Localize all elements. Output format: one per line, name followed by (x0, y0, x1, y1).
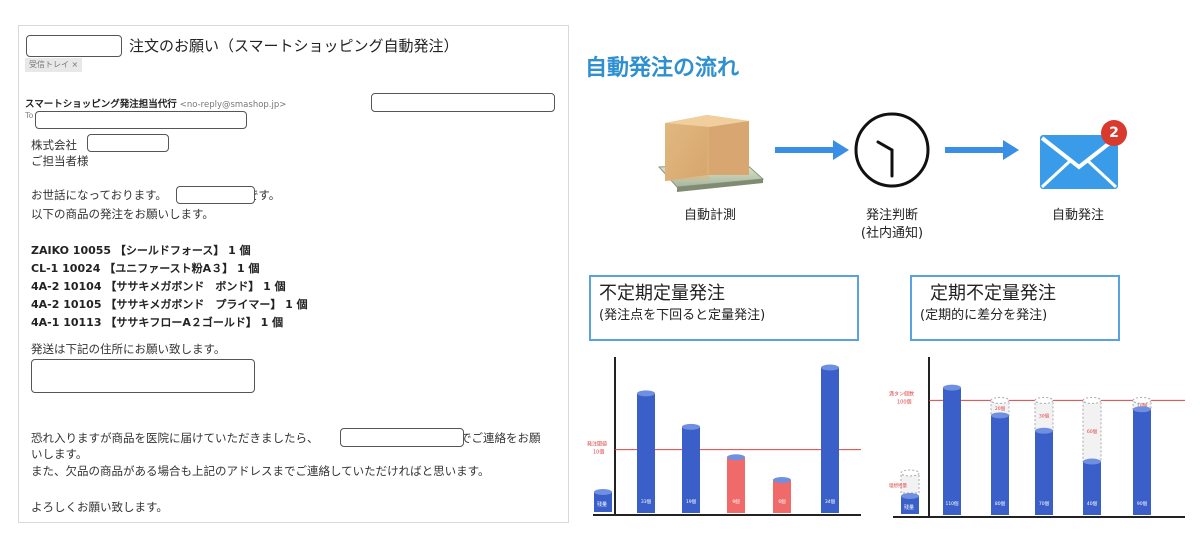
bar-label: 34個 (825, 498, 836, 505)
method-box-periodic: 定期不定量発注 (定期的に差分を発注) (910, 275, 1120, 341)
legend-cylinder (594, 489, 612, 512)
order-cylinder (990, 396, 1010, 416)
order-item: 4A-1 10113 【ササキフローA２ゴールド】 1 個 (31, 316, 284, 329)
flow-step-label: 発注判断 (865, 208, 918, 223)
bar-label: 40個 (1087, 500, 1098, 507)
bar (821, 364, 839, 513)
bar (943, 384, 961, 515)
redacted-field (26, 35, 122, 57)
max-label: 満タン個数 (889, 390, 914, 397)
clock-icon (852, 110, 932, 190)
order-label: 30個 (1039, 413, 1050, 420)
method-box-irregular: 不定期定量発注 (発注点を下回ると定量発注) (589, 275, 859, 341)
empty-legend-label: 理想残量 (889, 482, 907, 489)
bar (991, 412, 1009, 515)
bar-label: 9個 (732, 498, 740, 505)
order-item: 4A-2 10104 【ササキメガボンド ボンド】 1 個 (31, 280, 286, 293)
flow-title: 自動発注の流れ (585, 56, 740, 81)
legend-label: 残量 (597, 501, 607, 508)
method-title: 不定期定量発注 (599, 283, 725, 304)
inbox-tag[interactable]: 受信トレイ × (25, 58, 83, 72)
bar (773, 477, 791, 513)
flow-step-label: 自動発注 (1051, 208, 1104, 223)
bar-label: 6個 (778, 498, 786, 505)
greeting-after: です。 (246, 188, 281, 202)
bar (637, 390, 655, 513)
to-label: To (25, 111, 34, 120)
legend-cylinder (901, 493, 919, 514)
contact-line: 恐れ入りますが商品を医院に届けていただきましたら、 までご連絡をお願 (31, 430, 541, 446)
email-subject: 注文のお願い（スマートショッピング自動発注） (129, 37, 459, 55)
redacted-field (176, 186, 255, 204)
max-value-label: 100個 (897, 398, 912, 405)
order-item: 4A-2 10105 【ササキメガボンド プライマー】 1 個 (31, 298, 308, 311)
person-label: ご担当者様 (31, 154, 89, 168)
bar-label: 80個 (995, 500, 1006, 507)
contact-after: までご連絡をお願 (448, 431, 541, 445)
subject-row: 注文のお願い（スマートショッピング自動発注） (26, 35, 566, 59)
email-message: 注文のお願い（スマートショッピング自動発注） 受信トレイ × スマートショッピン… (18, 25, 569, 523)
order-label: 10個 (1137, 402, 1148, 409)
order-label: 20個 (995, 405, 1006, 412)
contact-cont: いします。 (31, 447, 88, 461)
threshold-label: 発注閾値 (587, 441, 607, 448)
threshold-value-label: 10個 (593, 449, 604, 456)
bar (682, 423, 700, 513)
request-line: 以下の商品の発注をお願いします。 (31, 207, 214, 221)
bar-label: 110個 (945, 500, 959, 507)
order-cylinder (1132, 396, 1152, 410)
bar (1133, 406, 1151, 515)
bar-label: 19個 (686, 498, 697, 505)
shipping-line: 発送は下記の住所にお願い致します。 (31, 342, 226, 356)
greeting-before: お世話になっております。 (31, 188, 167, 202)
method-title: 定期不定量発注 (930, 283, 1056, 304)
sender-address: <no-reply@smashop.jp> (179, 100, 287, 110)
empty-legend-cylinder (900, 469, 920, 494)
contact-before: 恐れ入りますが商品を医院に届けていただきましたら、 (31, 431, 319, 445)
method-subtitle: (定期的に差分を発注) (920, 308, 1048, 323)
bar-label: 70個 (1039, 500, 1050, 507)
redacted-field (87, 134, 169, 152)
flow-step-label: 自動計測 (683, 208, 736, 223)
bar (1035, 427, 1053, 515)
flow-step-sublabel: (社内通知) (860, 226, 924, 241)
bar-label: 33個 (641, 498, 652, 505)
bar-label: 90個 (1137, 500, 1148, 507)
flow-arrow-2 (945, 140, 1019, 160)
closing-line: よろしくお願い致します。 (31, 500, 168, 514)
shortage-line: また、欠品の商品がある場合も上記のアドレスまでご連絡していただければと思います。 (31, 464, 490, 478)
greeting-line: お世話になっております。 です。 (31, 187, 280, 203)
order-label: 60個 (1087, 428, 1098, 435)
shipping-address-field (31, 359, 255, 393)
order-item: ZAIKO 10055 【シールドフォース】 1 個 (31, 244, 251, 257)
order-item: CL-1 10024 【ユニファースト粉A３】 1 個 (31, 262, 260, 275)
flow-arrow-1 (775, 140, 849, 160)
scale-box-icon (655, 105, 765, 195)
mail-icon: 2 (1038, 113, 1134, 193)
legend-label: 残量 (904, 504, 914, 511)
sender: スマートショッピング発注担当代行<no-reply@smashop.jp> (25, 96, 286, 110)
to-recipient-field (35, 111, 247, 129)
contact-address-field (340, 428, 464, 447)
notification-badge: 2 (1109, 125, 1119, 141)
company-label: 株式会社 (31, 138, 77, 152)
method-subtitle: (発注点を下回ると定量発注) (599, 308, 766, 323)
redacted-field (371, 93, 555, 112)
bar (727, 454, 745, 513)
sender-name: スマートショッピング発注担当代行 (25, 99, 177, 110)
bar (1083, 458, 1101, 515)
order-cylinder (1082, 396, 1102, 463)
